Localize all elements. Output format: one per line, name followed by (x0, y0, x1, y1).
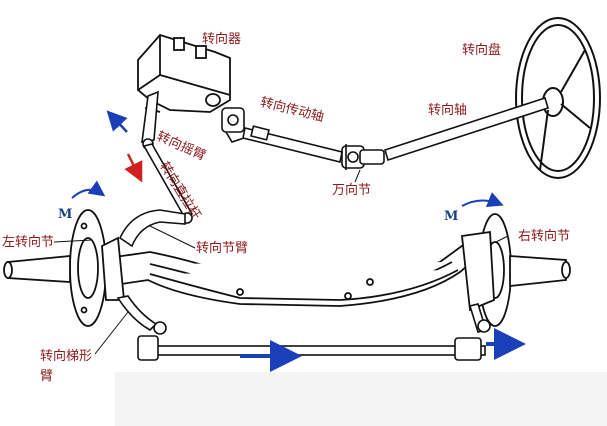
label-steering-shaft: 转向轴 (428, 103, 468, 118)
label-universal-joint: 万向节 (332, 183, 372, 198)
steering-wheel (515, 17, 601, 179)
steering-gear (137, 33, 231, 113)
label-steering-wheel: 转向盘 (462, 43, 502, 58)
left-knuckle-assembly (3, 209, 125, 327)
steering-drive-shaft (242, 125, 343, 163)
label-knuckle-arm: 转向节臂 (196, 241, 249, 256)
label-right-knuckle: 右转向节 (518, 229, 571, 244)
motion-arrows (71, 110, 526, 372)
steering-shaft (384, 96, 549, 162)
label-moment-right: M (444, 209, 459, 224)
knuckle-arm (118, 209, 186, 248)
label-left-knuckle: 左转向节 (2, 235, 55, 250)
label-moment-left: M (58, 207, 73, 222)
leader-lines (53, 169, 509, 355)
label-steering-gear: 转向器 (202, 32, 242, 47)
label-trapezoid-arm-line2: 臂 (40, 369, 54, 384)
universal-joint (341, 144, 385, 170)
right-knuckle-assembly (461, 213, 571, 327)
front-axle-beam (107, 239, 492, 307)
tie-rod-system (116, 295, 491, 361)
bottom-fade-band (115, 372, 607, 426)
label-trapezoid-arm-line1: 转向梯形 (40, 349, 93, 364)
upper-joint (221, 107, 245, 143)
